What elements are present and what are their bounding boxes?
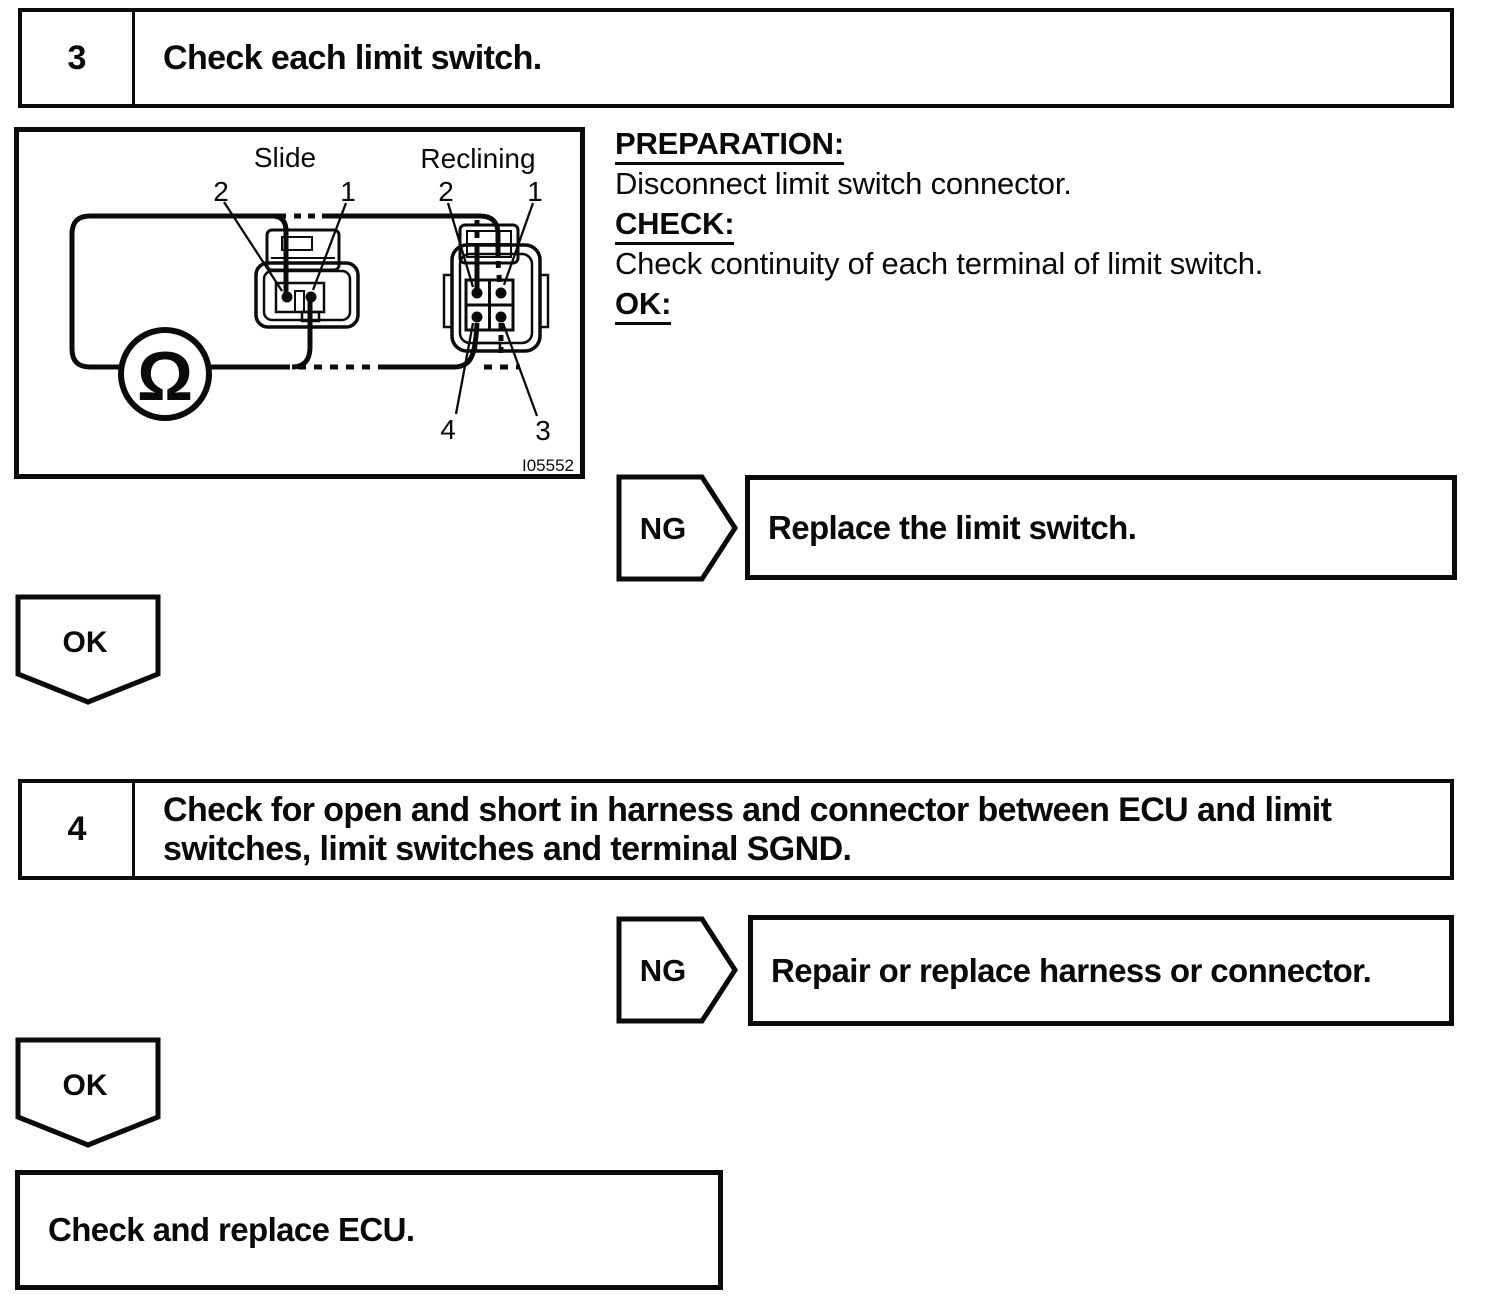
final-action-text: Check and replace ECU. bbox=[48, 1211, 415, 1248]
step3-ok-flag: OK bbox=[15, 594, 161, 706]
final-action-box: Check and replace ECU. bbox=[15, 1170, 723, 1290]
terminal-leader-lines bbox=[223, 201, 539, 417]
step4-ng-action-text: Repair or replace harness or connector. bbox=[771, 951, 1372, 989]
figure-code: I05552 bbox=[522, 456, 574, 475]
step3-instructions: PREPARATION: Disconnect limit switch con… bbox=[615, 124, 1495, 325]
slide-terminal-2-label: 2 bbox=[213, 176, 229, 207]
step3-title: Check each limit switch. bbox=[163, 38, 542, 77]
reclining-terminal-3-label: 3 bbox=[535, 415, 551, 446]
limit-switch-figure: Ω Slide Reclining 2 1 2 1 4 3 I05552 bbox=[14, 127, 585, 479]
check-heading: CHECK: bbox=[615, 206, 735, 245]
ng-label: NG bbox=[640, 511, 687, 546]
reclining-label: Reclining bbox=[420, 143, 535, 174]
step4-title-line1: Check for open and short in harness and … bbox=[163, 790, 1332, 829]
ohmmeter-icon bbox=[118, 327, 212, 421]
ok-heading: OK: bbox=[615, 286, 671, 325]
step4-ok-flag: OK bbox=[15, 1037, 161, 1149]
slide-label: Slide bbox=[254, 142, 316, 173]
meter-wire-loop bbox=[69, 213, 520, 370]
step4-ng-flag: NG bbox=[616, 916, 738, 1024]
figure-frame bbox=[14, 127, 585, 479]
preparation-body: Disconnect limit switch connector. bbox=[615, 166, 1072, 201]
ok-label: OK bbox=[63, 1069, 108, 1102]
step3-ng-flag: NG bbox=[616, 474, 738, 582]
step4-header-box: 4 Check for open and short in harness an… bbox=[18, 779, 1454, 880]
reclining-terminal-1-label: 1 bbox=[527, 176, 543, 207]
check-body: Check continuity of each terminal of lim… bbox=[615, 246, 1264, 281]
ng-label: NG bbox=[640, 953, 687, 988]
step3-ng-action-text: Replace the limit switch. bbox=[768, 508, 1137, 546]
step4-number: 4 bbox=[22, 783, 135, 876]
ng-pentagon-shape bbox=[616, 474, 738, 582]
ng-pentagon-shape bbox=[616, 916, 738, 1024]
preparation-heading: PREPARATION: bbox=[615, 126, 844, 165]
step3-ng-action-box: Replace the limit switch. bbox=[745, 475, 1457, 580]
slide-terminal-1-label: 1 bbox=[340, 176, 356, 207]
ok-pentagon-shape bbox=[15, 594, 161, 705]
step3-number: 3 bbox=[22, 12, 135, 104]
ok-pentagon-shape bbox=[15, 1037, 161, 1148]
ohm-symbol: Ω bbox=[137, 337, 193, 415]
step4-ng-action-box: Repair or replace harness or connector. bbox=[748, 915, 1454, 1026]
ok-label: OK bbox=[63, 626, 108, 659]
wiring-diagram-svg: Ω Slide Reclining 2 1 2 1 4 3 I05552 bbox=[14, 127, 585, 479]
terminal-pins bbox=[281, 287, 507, 323]
step4-title-line2: switches, limit switches and terminal SG… bbox=[163, 829, 852, 868]
reclining-terminal-2-label: 2 bbox=[438, 176, 454, 207]
reclining-terminal-4-label: 4 bbox=[440, 414, 456, 445]
step3-header-box: 3 Check each limit switch. bbox=[18, 8, 1454, 108]
